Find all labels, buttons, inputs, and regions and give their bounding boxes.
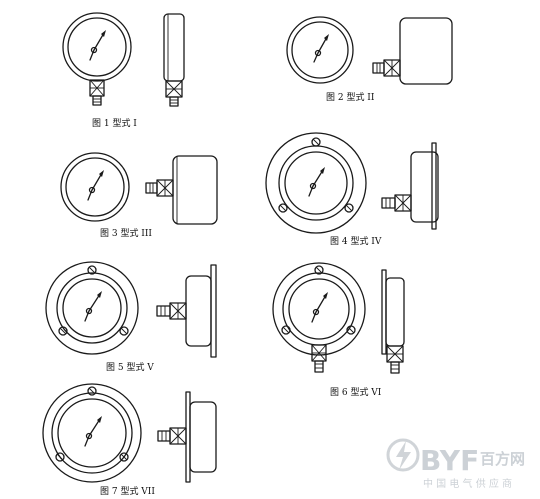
fig1-side-view bbox=[163, 13, 185, 107]
figure-5: 图 5 型式 V bbox=[45, 261, 217, 373]
fig5-side-view bbox=[156, 264, 217, 358]
figure-6: 图 6 型式 VI bbox=[272, 262, 405, 398]
fig5-caption: 图 5 型式 V bbox=[106, 361, 154, 373]
figure-2: 图 2 型式 II bbox=[286, 16, 453, 103]
fig7-side-view bbox=[157, 391, 217, 483]
figure-1: 图 1 型式 I bbox=[62, 12, 185, 129]
watermark: BYF 百方网 中 国 电 气 供 应 商 bbox=[386, 438, 525, 490]
watermark-brand-cn: 百方网 bbox=[480, 450, 525, 468]
fig2-front-view bbox=[286, 16, 354, 84]
figure-7: 图 7 型式 VII bbox=[42, 383, 217, 497]
fig7-caption: 图 7 型式 VII bbox=[100, 485, 155, 497]
fig1-caption: 图 1 型式 I bbox=[92, 117, 137, 129]
figure-4: 图 4 型式 IV bbox=[265, 132, 439, 247]
fig2-side-view bbox=[372, 17, 453, 85]
fig6-side-view bbox=[381, 269, 405, 374]
fig4-front-view bbox=[265, 132, 367, 234]
fig6-front-view bbox=[272, 262, 366, 373]
watermark-brand: BYF bbox=[420, 444, 479, 477]
fig3-front-view bbox=[60, 152, 130, 222]
fig6-caption: 图 6 型式 VI bbox=[330, 386, 382, 398]
figure-3: 图 3 型式 III bbox=[60, 152, 218, 239]
fig1-front-view bbox=[62, 12, 132, 106]
watermark-tagline: 中 国 电 气 供 应 商 bbox=[423, 477, 512, 490]
fig3-side-view bbox=[145, 155, 218, 225]
lightning-logo-icon bbox=[386, 438, 420, 472]
fig7-front-view bbox=[42, 383, 142, 483]
fig2-caption: 图 2 型式 II bbox=[326, 91, 375, 103]
fig4-side-view bbox=[381, 142, 439, 230]
fig5-front-view bbox=[45, 261, 139, 355]
fig4-caption: 图 4 型式 IV bbox=[330, 235, 382, 247]
fig3-caption: 图 3 型式 III bbox=[100, 227, 152, 239]
